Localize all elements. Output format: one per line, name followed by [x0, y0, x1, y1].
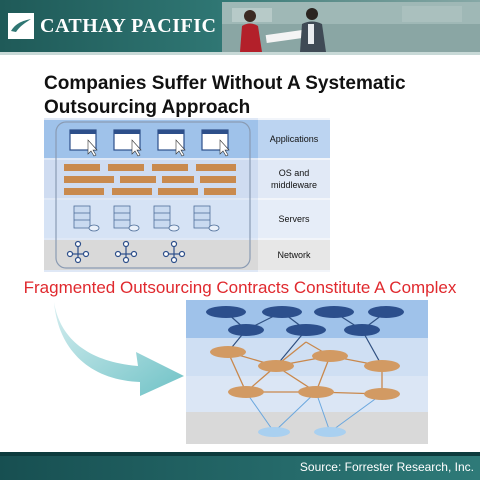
fragmented-contracts-diagram	[186, 300, 428, 444]
network-node-icon	[162, 240, 186, 264]
slide-title: Companies Suffer Without A Systematic Ou…	[44, 72, 444, 120]
header-band: CATHAY PACIFIC	[0, 0, 480, 55]
app-window-icon	[113, 129, 142, 157]
application-nodes	[206, 306, 404, 336]
server-rack-icon	[153, 205, 180, 232]
label-network: Network	[277, 250, 311, 260]
network-nodes	[258, 427, 346, 437]
server-rack-icon	[113, 205, 140, 232]
layer-stack-diagram: Applications OS and middleware Servers N…	[44, 118, 330, 272]
footer-band: Source: Forrester Research, Inc.	[0, 452, 480, 480]
header-photo	[222, 2, 480, 52]
source-citation: Source: Forrester Research, Inc.	[299, 460, 474, 474]
server-rack-icon	[73, 205, 100, 232]
app-window-icon	[157, 129, 186, 157]
title-line-2: Outsourcing Approach	[44, 97, 251, 118]
label-servers: Servers	[278, 214, 310, 224]
network-node-icon	[114, 240, 138, 264]
app-window-icon	[69, 129, 98, 157]
label-os-line-1: OS and	[279, 168, 310, 178]
title-line-1: Companies Suffer Without A Systematic	[44, 73, 406, 94]
brand-name: CATHAY PACIFIC	[40, 15, 217, 37]
network-node-icon	[66, 240, 90, 264]
curved-arrow-icon	[54, 302, 184, 396]
middleware-bricks	[64, 164, 236, 195]
label-os-line-2: middleware	[271, 180, 317, 190]
server-rack-icon	[193, 205, 220, 232]
middleware-nodes	[210, 346, 400, 400]
brushwing-logo-icon	[8, 13, 34, 39]
app-window-icon	[201, 129, 230, 157]
label-applications: Applications	[270, 134, 319, 144]
